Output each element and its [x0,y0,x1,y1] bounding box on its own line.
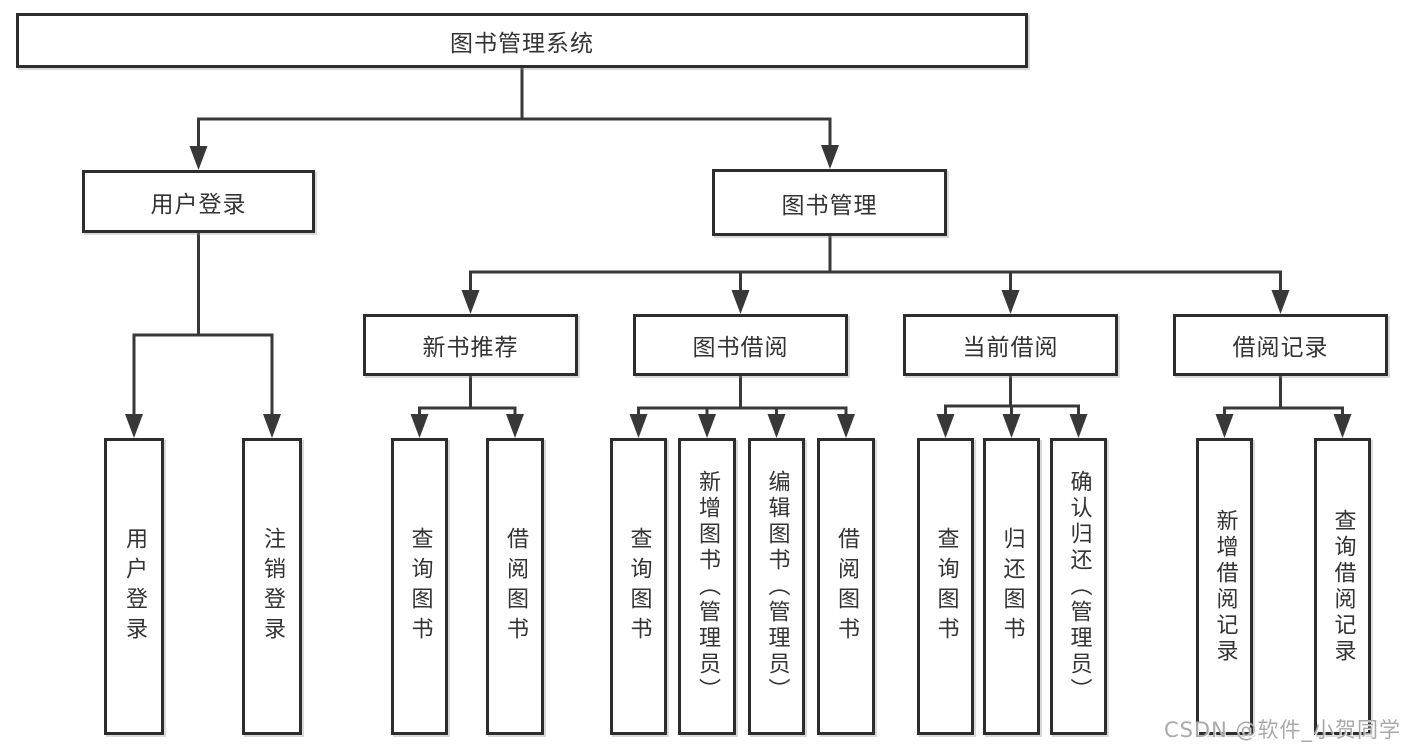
node-label: 用户登录 [122,526,147,647]
node-label: 编辑图书（管理员） [764,469,790,704]
node-leaf-query-book: 查询图书 [391,438,448,735]
node-label: 新书推荐 [422,335,519,361]
node-leaf-user-login: 用户登录 [104,438,164,735]
node-book-management: 图书管理 [712,169,947,236]
node-label: 新增图书（管理员） [695,469,720,704]
node-system-root: 图书管理系统 [16,13,1028,68]
node-label: 借阅记录 [1232,335,1329,361]
node-label: 新增借阅记录 [1212,508,1238,665]
node-current-borrow: 当前借阅 [903,314,1118,376]
node-leaf-query-borrow-record: 查询借阅记录 [1314,438,1371,735]
csdn-watermark: CSDN @软件_小贺同学 [1163,718,1401,742]
node-label: 查询借阅记录 [1330,508,1356,665]
node-label: 图书管理系统 [450,30,594,57]
node-leaf-edit-book-admin: 编辑图书（管理员） [748,438,805,735]
node-user-login: 用户登录 [82,170,315,233]
node-label: 用户登录 [150,191,247,218]
node-label: 图书借阅 [692,335,789,361]
node-leaf-confirm-return-admin: 确认归还（管理员） [1050,438,1107,735]
node-label: 图书管理 [781,192,878,219]
node-label: 借阅图书 [503,526,528,647]
node-label: 归还图书 [999,526,1025,647]
node-leaf-add-book-admin: 新增图书（管理员） [678,438,736,735]
node-label: 注销登录 [260,526,285,647]
node-label: 查询图书 [933,526,959,647]
node-label: 查询图书 [626,526,652,647]
node-label: 查询图书 [407,526,433,647]
node-leaf-borrow-book: 借阅图书 [486,438,544,735]
node-leaf-query-book: 查询图书 [610,438,667,735]
node-label: 借阅图书 [834,526,859,647]
node-leaf-add-borrow-record: 新增借阅记录 [1196,438,1253,735]
node-label: 当前借阅 [962,335,1059,361]
node-leaf-logout: 注销登录 [242,438,302,735]
node-borrow-record: 借阅记录 [1173,314,1388,376]
node-leaf-query-book: 查询图书 [917,438,974,735]
node-leaf-return-book: 归还图书 [983,438,1040,735]
node-book-borrow: 图书借阅 [633,314,848,376]
node-label: 确认归还（管理员） [1066,469,1092,704]
node-leaf-borrow-book: 借阅图书 [817,438,875,735]
node-new-book-recommend: 新书推荐 [363,314,578,376]
